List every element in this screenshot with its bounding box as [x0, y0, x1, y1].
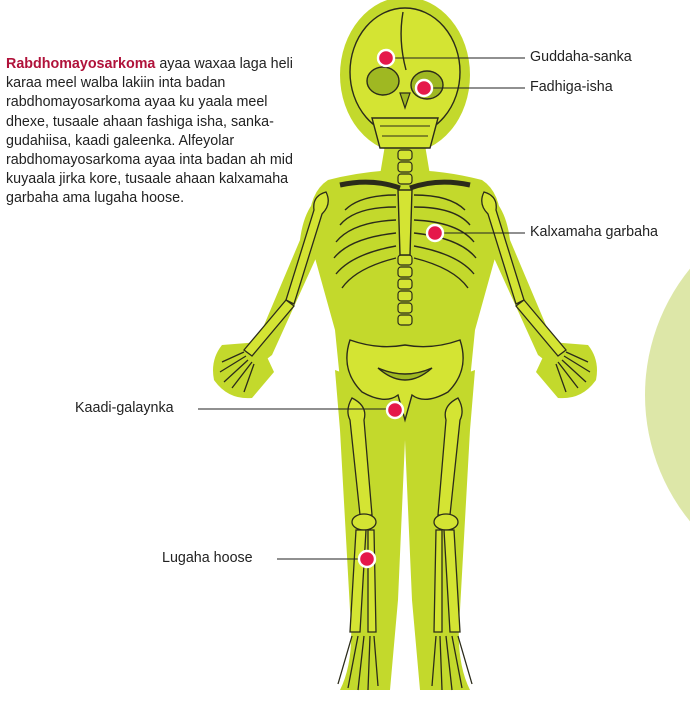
intro-term: Rabdhomayosarkoma	[6, 56, 155, 72]
label-bladder: Kaadi-galaynka	[75, 400, 174, 416]
intro-paragraph: Rabdhomayosarkoma ayaa waxaa laga heli k…	[6, 55, 306, 209]
label-eye: Fadhiga-isha	[530, 79, 613, 95]
bladder-marker	[387, 402, 403, 418]
eye-marker	[416, 80, 432, 96]
background-circle	[645, 195, 690, 595]
skull-marker	[378, 50, 394, 66]
shoulder-marker	[427, 225, 443, 241]
intro-text: ayaa waxaa laga heli karaa meel walba la…	[6, 56, 293, 206]
label-leg: Lugaha hoose	[162, 550, 253, 566]
label-shoulder: Kalxamaha garbaha	[530, 224, 658, 240]
label-skull: Guddaha-sanka	[530, 49, 632, 65]
left-eye-socket	[367, 67, 399, 95]
leg-marker	[359, 551, 375, 567]
